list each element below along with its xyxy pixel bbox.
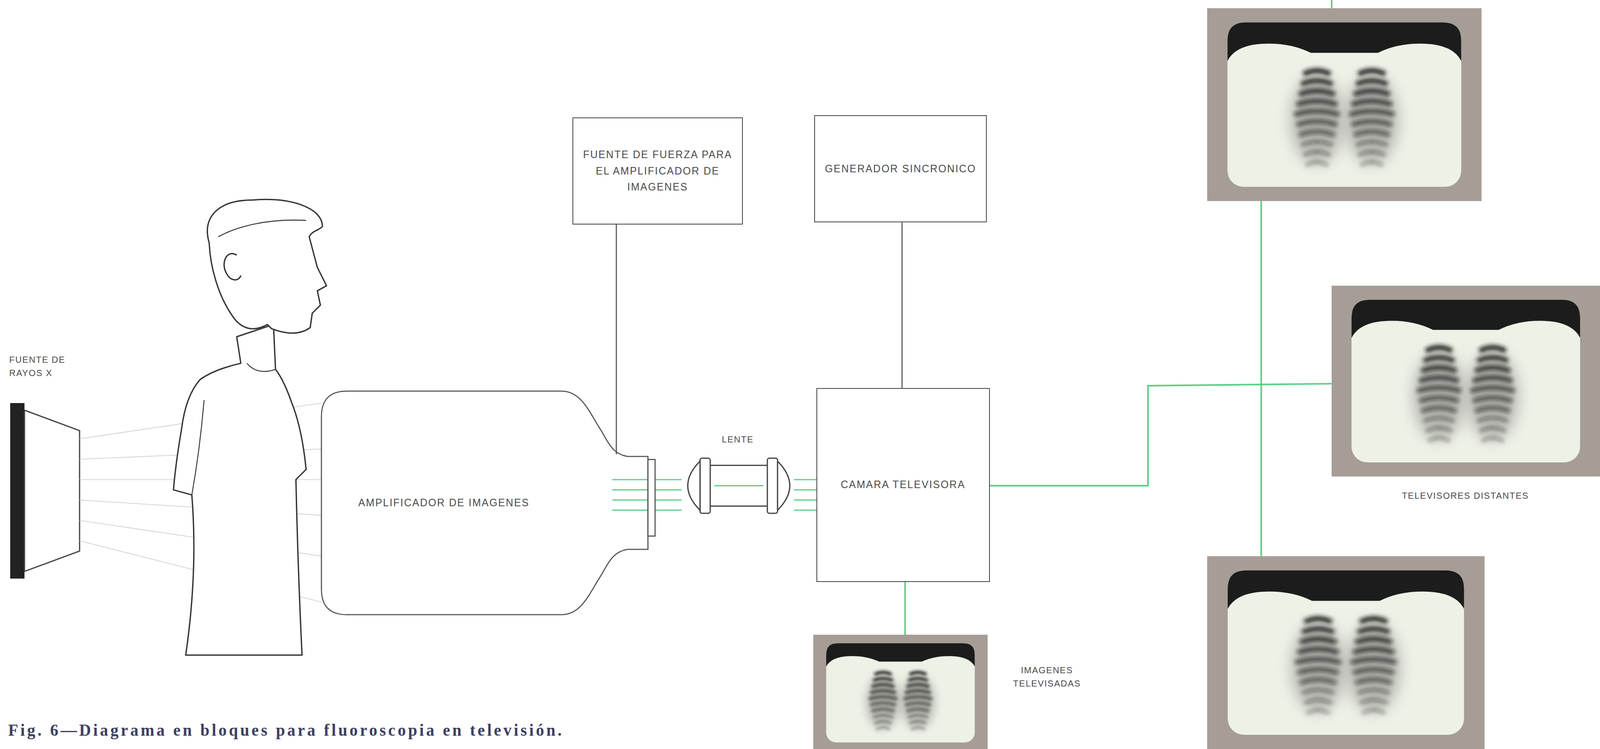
xray-source [10, 402, 80, 579]
tv-monitor [813, 634, 988, 749]
lens [687, 457, 790, 513]
screen-label: IMAGENES TELEVISADAS [1008, 663, 1086, 690]
node-label: GENERADOR SINCRONICO [824, 160, 977, 178]
node-label: AMPLIFICADOR DE IMAGENES [358, 494, 530, 511]
connector-line [615, 224, 618, 455]
figure-caption: Fig. 6—Diagrama en bloques para fluorosc… [7, 720, 564, 740]
node-label: FUENTE DE FUERZA PARA EL AMPLIFICADOR DE… [580, 146, 735, 196]
sync-generator-box: GENERADOR SINCRONICO [814, 115, 987, 223]
power-supply-box: FUENTE DE FUERZA PARA EL AMPLIFICADOR DE… [572, 117, 743, 225]
tv-monitor [1207, 556, 1485, 749]
amplifier-text-area: AMPLIFICADOR DE IMAGENES [321, 390, 567, 615]
monitors-label: TELEVISORES DISTANTES [1401, 488, 1529, 503]
tv-monitor [1207, 7, 1482, 201]
lens-label: LENTE [721, 432, 754, 446]
image-amplifier: AMPLIFICADOR DE IMAGENES [321, 390, 656, 615]
node-label: CAMARA TELEVISORA [840, 476, 966, 493]
amplifier-body [321, 390, 649, 615]
source-label: FUENTE DE RAYOS X [9, 352, 72, 380]
connector-line [901, 222, 903, 388]
amplifier-screen [648, 459, 656, 536]
tv-monitor [1331, 285, 1600, 477]
patient-figure [173, 199, 327, 655]
tv-camera-box: CAMARA TELEVISORA [816, 387, 990, 582]
